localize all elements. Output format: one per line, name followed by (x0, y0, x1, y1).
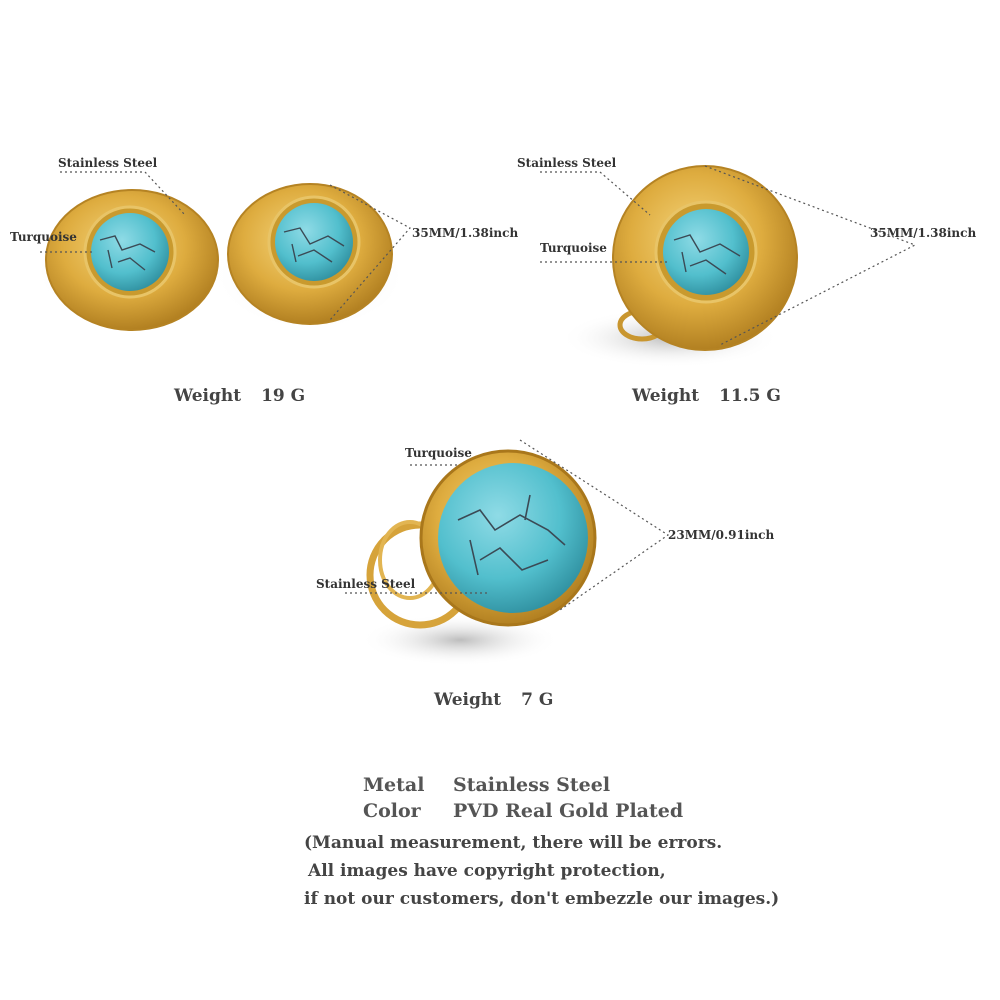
note-line-1: (Manual measurement, there will be error… (304, 833, 723, 853)
earring-right-veins (283, 227, 345, 263)
ring-veins (457, 494, 566, 576)
leader-pendant-metal (540, 171, 651, 216)
pendant (560, 165, 798, 368)
ring-weight: Weight 7 G (434, 690, 553, 710)
spec-metal-label: Metal (363, 774, 425, 796)
pendant-weight-label: Weight (632, 386, 700, 406)
earring-weight: Weight 19 G (174, 386, 305, 406)
pendant-dimension-label: 35MM/1.38inch (870, 226, 977, 240)
pendant-weight: Weight 11.5 G (632, 386, 781, 406)
spec-color-label: Color (363, 800, 421, 822)
earring-left-turquoise (91, 213, 169, 291)
note-line-2: All images have copyright protection, (308, 861, 666, 881)
note-line-3: if not our customers, don't embezzle our… (304, 889, 780, 909)
leader-pendant-dimension (704, 165, 917, 346)
spec-color-value: PVD Real Gold Plated (453, 800, 684, 822)
earring-dimension-label: 35MM/1.38inch (412, 226, 519, 240)
leader-lines (40, 165, 917, 611)
leader-earring-dimension (329, 184, 411, 321)
leader-earring-metal (60, 171, 186, 216)
ring-metal-label: Stainless Steel (316, 577, 416, 591)
earring-left (35, 189, 225, 331)
ring-turquoise (438, 463, 588, 613)
ring-stone-label: Turquoise (405, 446, 472, 460)
ring-weight-value: 7 G (521, 690, 554, 710)
earring-weight-value: 19 G (261, 386, 306, 406)
pendant-metal-label: Stainless Steel (517, 156, 617, 170)
pendant-weight-value: 11.5 G (719, 386, 781, 406)
earring-left-veins (99, 235, 156, 271)
pendant-veins (673, 234, 741, 275)
earring-stone-label: Turquoise (10, 230, 77, 244)
pendant-stone-label: Turquoise (540, 241, 607, 255)
spec-metal-value: Stainless Steel (453, 774, 611, 796)
earring-right (215, 183, 405, 330)
ring-dimension-label: 23MM/0.91inch (668, 528, 775, 542)
earring-weight-label: Weight (174, 386, 242, 406)
pendant-turquoise (663, 209, 749, 295)
leader-ring-dimension (519, 439, 670, 611)
ring-weight-label: Weight (434, 690, 502, 710)
ring (360, 449, 597, 666)
earring-metal-label: Stainless Steel (58, 156, 158, 170)
